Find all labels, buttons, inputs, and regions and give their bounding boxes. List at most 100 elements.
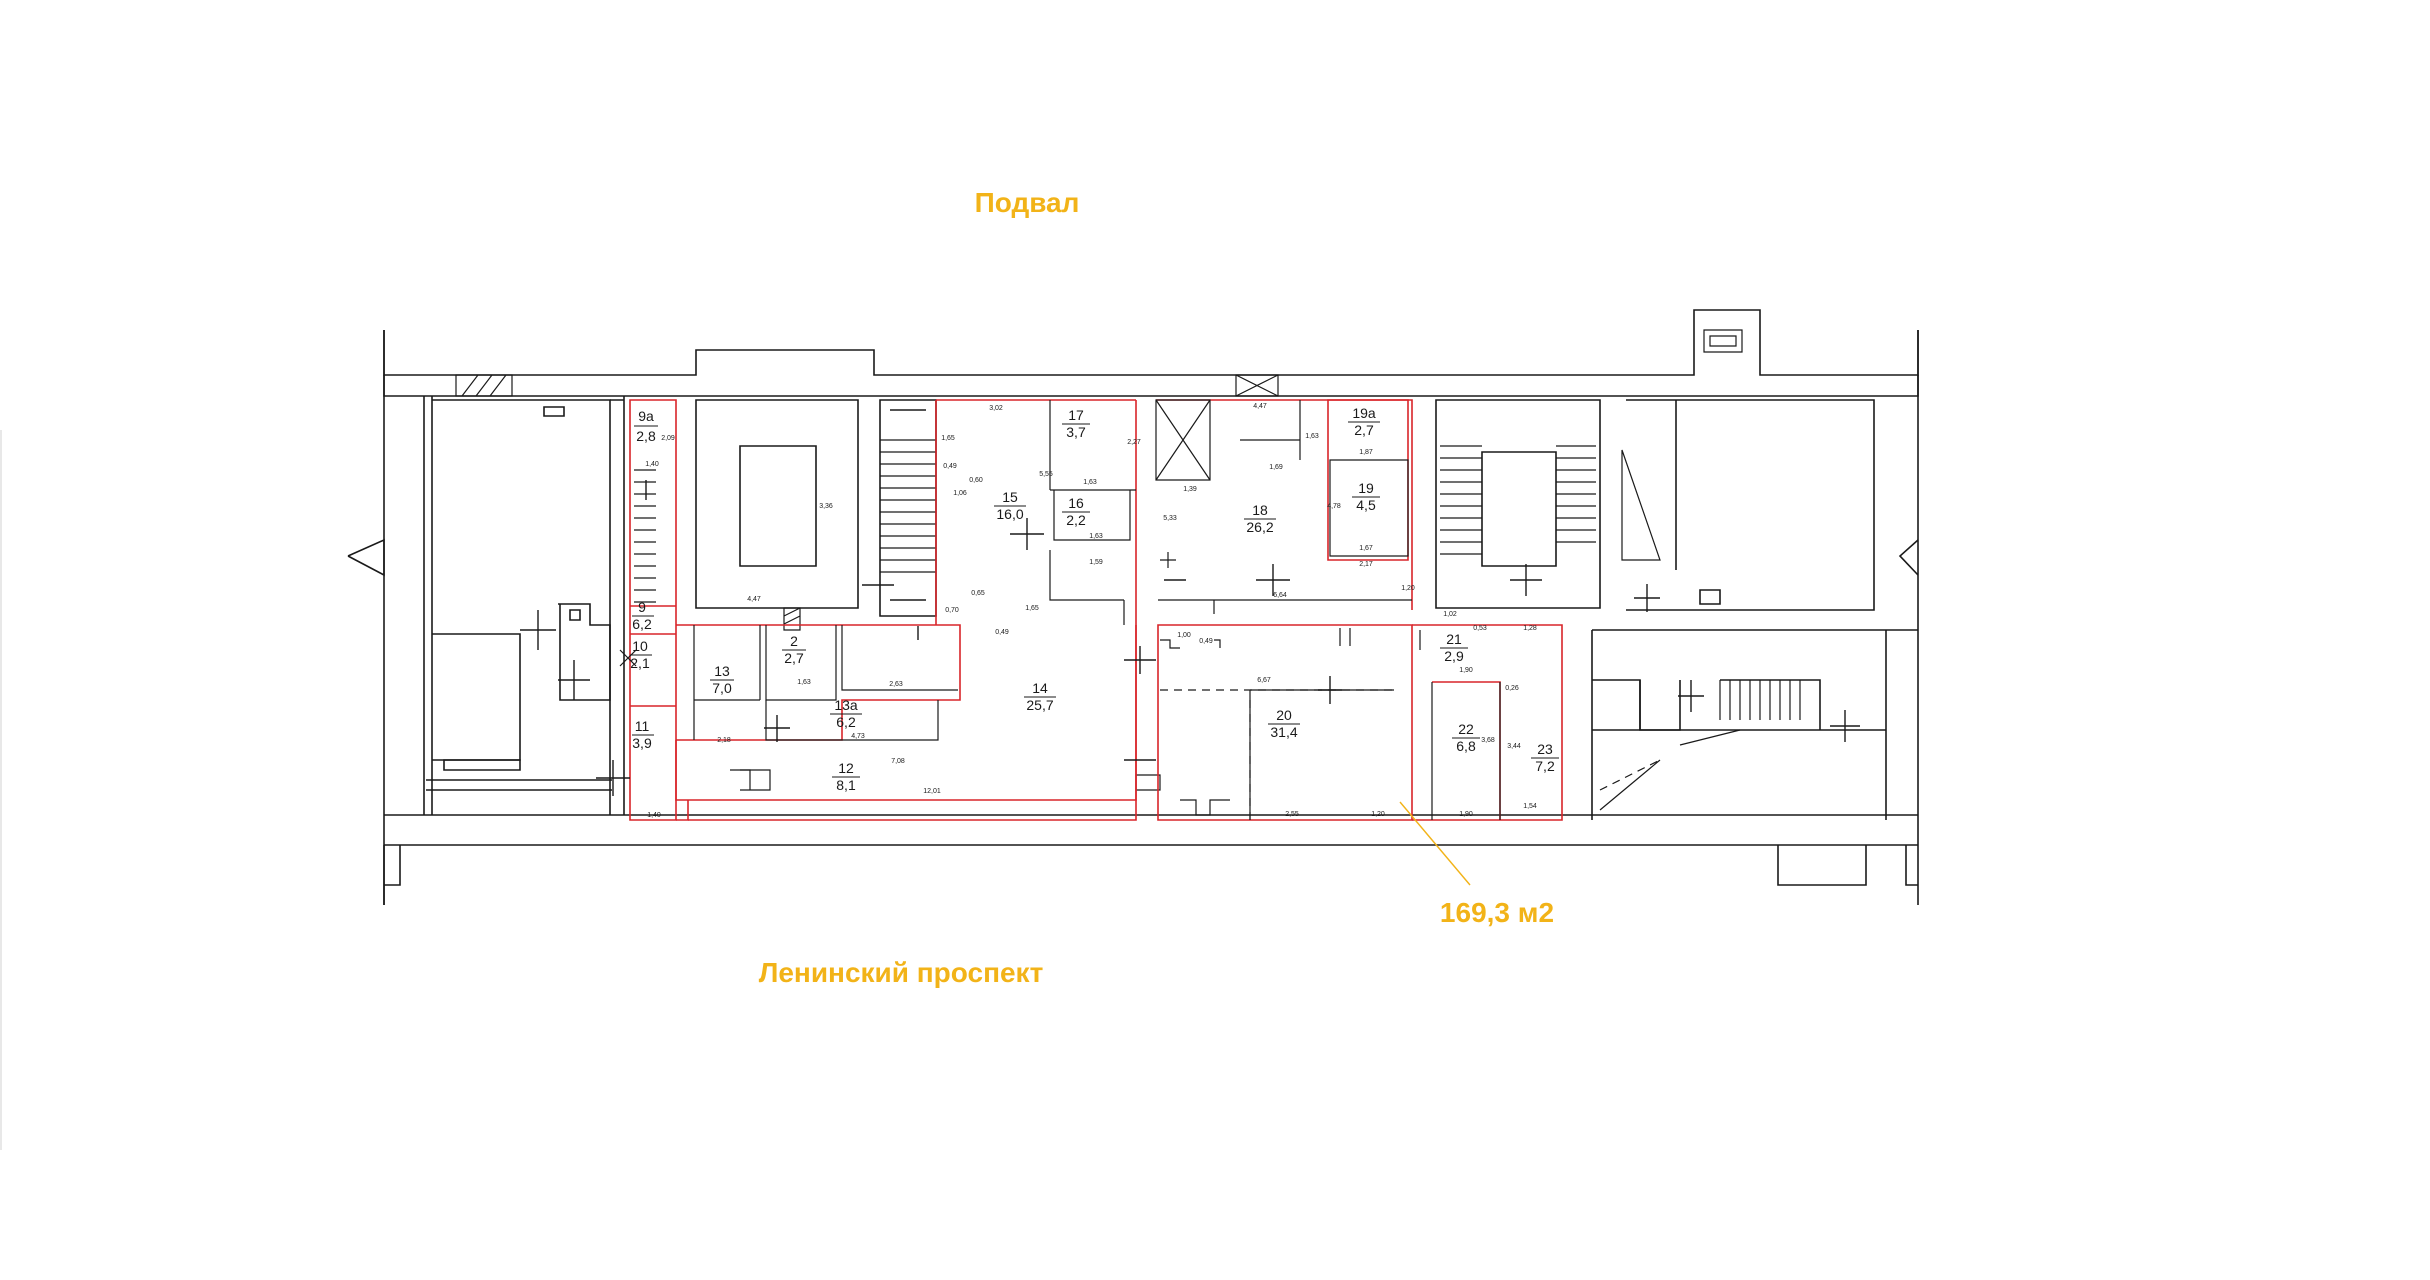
premises-outline (629, 399, 1563, 821)
dimension-label: 5,33 (1163, 515, 1177, 522)
room-21: 212,9 (1440, 631, 1468, 664)
room-20-number: 20 (1276, 707, 1292, 723)
dimension-label: 12,01 (923, 788, 941, 795)
dimension-label: 3,02 (989, 405, 1003, 412)
dimension-label: 1,63 (1089, 533, 1103, 540)
stairs (634, 439, 1801, 811)
room-19-number: 19 (1358, 480, 1374, 496)
room-16-number: 16 (1068, 495, 1084, 511)
dimension-label: 1,54 (1523, 803, 1537, 810)
dimension-label: 4,47 (1253, 403, 1267, 410)
room-17-area: 3,7 (1066, 424, 1086, 440)
street-label: Ленинский проспект (758, 957, 1044, 988)
room-12-number: 12 (838, 760, 854, 776)
dimension-label: 3,44 (1507, 743, 1521, 750)
room-13a-area: 6,2 (836, 714, 856, 730)
floor-title: Подвал (974, 187, 1080, 218)
room-12-area: 8,1 (836, 777, 856, 793)
dimension-label: 3,36 (819, 503, 833, 510)
dimension-label: 2,55 (1285, 811, 1299, 818)
room-22: 226,8 (1452, 721, 1480, 754)
dimension-label: 1,65 (941, 435, 955, 442)
dimension-label: 1,20 (1401, 585, 1415, 592)
dimension-label: 1,63 (1305, 433, 1319, 440)
room-18-area: 26,2 (1246, 519, 1273, 535)
hatches (455, 329, 1743, 791)
dimension-label: 4,47 (747, 596, 761, 603)
dimension-label: 1,20 (1371, 811, 1385, 818)
room-2-area: 2,7 (784, 650, 804, 666)
dimension-label: 1,28 (1523, 625, 1537, 632)
room-2: 22,7 (782, 633, 806, 666)
room-13: 137,0 (710, 663, 734, 696)
room-19: 194,5 (1352, 480, 1380, 513)
door-markers (619, 552, 1421, 790)
room-22-number: 22 (1458, 721, 1474, 737)
dimension-label: 1,63 (1083, 479, 1097, 486)
dimension-label: 1,65 (1025, 605, 1039, 612)
room-21-number: 21 (1446, 631, 1462, 647)
dimension-label: 1,69 (1269, 464, 1283, 471)
dimension-label: 0,60 (969, 477, 983, 484)
room-13a-number: 13а (834, 697, 858, 713)
dimension-label: 0,49 (1199, 638, 1213, 645)
room-15-area: 16,0 (996, 506, 1023, 522)
outer-walls (347, 309, 1919, 905)
interior-walls (693, 399, 1501, 820)
dimension-label: 1,00 (1177, 632, 1191, 639)
dimension-label: 2,09 (661, 435, 675, 442)
room-11-area: 3,9 (632, 735, 652, 751)
room-labels: 9а2,8 96,2 102,1 113,9 137,0 22,7 13а6,2… (630, 405, 1559, 793)
room-23-number: 23 (1537, 741, 1553, 757)
room-10: 102,1 (630, 638, 652, 671)
dimension-label: 1,40 (647, 812, 661, 819)
room-10-number: 10 (632, 638, 648, 654)
dimension-label: 1,67 (1359, 545, 1373, 552)
room-9a: 9а2,8 (634, 408, 658, 444)
room-16-area: 2,2 (1066, 512, 1086, 528)
room-15-number: 15 (1002, 489, 1018, 505)
dimension-label: 0,53 (1473, 625, 1487, 632)
dimension-label: 1,63 (797, 679, 811, 686)
dimension-label: 1,40 (645, 461, 659, 468)
room-19a-area: 2,7 (1354, 422, 1374, 438)
room-19-area: 4,5 (1356, 497, 1376, 513)
dimension-label: 0,65 (971, 590, 985, 597)
room-19a-number: 19а (1352, 405, 1376, 421)
room-14-number: 14 (1032, 680, 1048, 696)
dimension-label: 1,02 (1443, 611, 1457, 618)
dimension-label: 4,78 (1327, 503, 1341, 510)
room-20-area: 31,4 (1270, 724, 1297, 740)
leader-line (1399, 801, 1471, 886)
room-11: 113,9 (632, 718, 654, 751)
room-9-area: 6,2 (632, 616, 652, 632)
dimension-label: 1,87 (1359, 449, 1373, 456)
room-13-number: 13 (714, 663, 730, 679)
dimension-label: 6,64 (1273, 592, 1287, 599)
room-22-area: 6,8 (1456, 738, 1476, 754)
room-9a-area: 2,8 (636, 428, 656, 444)
dimension-label: 0,70 (945, 607, 959, 614)
room-17-number: 17 (1068, 407, 1084, 423)
dimension-label: 0,26 (1505, 685, 1519, 692)
room-13-area: 7,0 (712, 680, 732, 696)
room-9-number: 9 (638, 599, 646, 615)
room-23: 237,2 (1531, 741, 1559, 774)
dashed-lines (1160, 689, 1661, 820)
dimension-label: 0,49 (943, 463, 957, 470)
room-12: 128,1 (832, 760, 860, 793)
room-21-area: 2,9 (1444, 648, 1464, 664)
room-23-area: 7,2 (1535, 758, 1555, 774)
room-18-number: 18 (1252, 502, 1268, 518)
dimension-label: 5,55 (1039, 471, 1053, 478)
dimension-label: 1,90 (1459, 811, 1473, 818)
room-11-number: 11 (635, 718, 650, 734)
dimension-label: 1,06 (953, 490, 967, 497)
dimension-label: 7,08 (891, 758, 905, 765)
room-9a-number: 9а (638, 408, 654, 424)
